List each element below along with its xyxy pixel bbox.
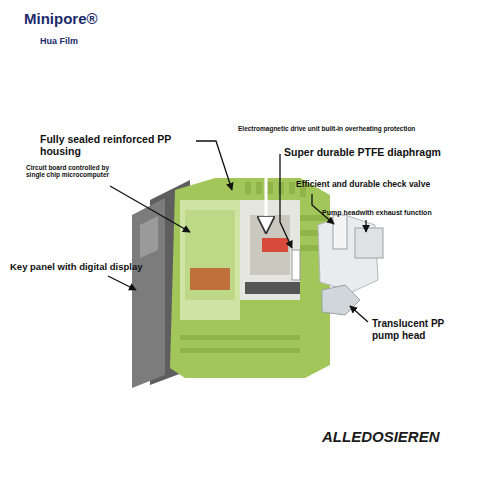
coil xyxy=(262,238,288,252)
part-label: Electromagnetic drive unit built-in over… xyxy=(238,125,415,132)
exhaust-valve xyxy=(355,228,383,258)
part-label: Key panel with digital display xyxy=(10,262,143,273)
circuit-board xyxy=(185,210,235,300)
check-valve xyxy=(333,215,347,249)
watermark: ALLEDOSIEREN xyxy=(322,428,440,445)
part-label: Super durable PTFE diaphragm xyxy=(284,146,441,158)
key-panel xyxy=(132,198,165,388)
part-label: Pump headwith exhaust function xyxy=(322,209,432,217)
brand-subtitle: Hua Film xyxy=(40,36,78,46)
base-plate xyxy=(245,282,300,294)
part-label: Circuit board controlled by single chip … xyxy=(26,164,126,179)
magnet-frame xyxy=(250,215,290,275)
diaphragm xyxy=(292,250,300,280)
cutaway-interior xyxy=(240,200,300,300)
part-label: Efficient and durable check valve xyxy=(296,180,430,190)
cutaway-front xyxy=(180,200,240,320)
board-chip xyxy=(190,268,230,290)
part-label: Translucent PP pump head xyxy=(372,318,468,341)
pp-housing xyxy=(170,178,330,378)
part-label: Fully sealed reinforced PP housing xyxy=(40,133,200,157)
brand-logo: Minipore® xyxy=(24,10,98,27)
display-window xyxy=(140,216,158,258)
leader-lines xyxy=(108,136,368,322)
